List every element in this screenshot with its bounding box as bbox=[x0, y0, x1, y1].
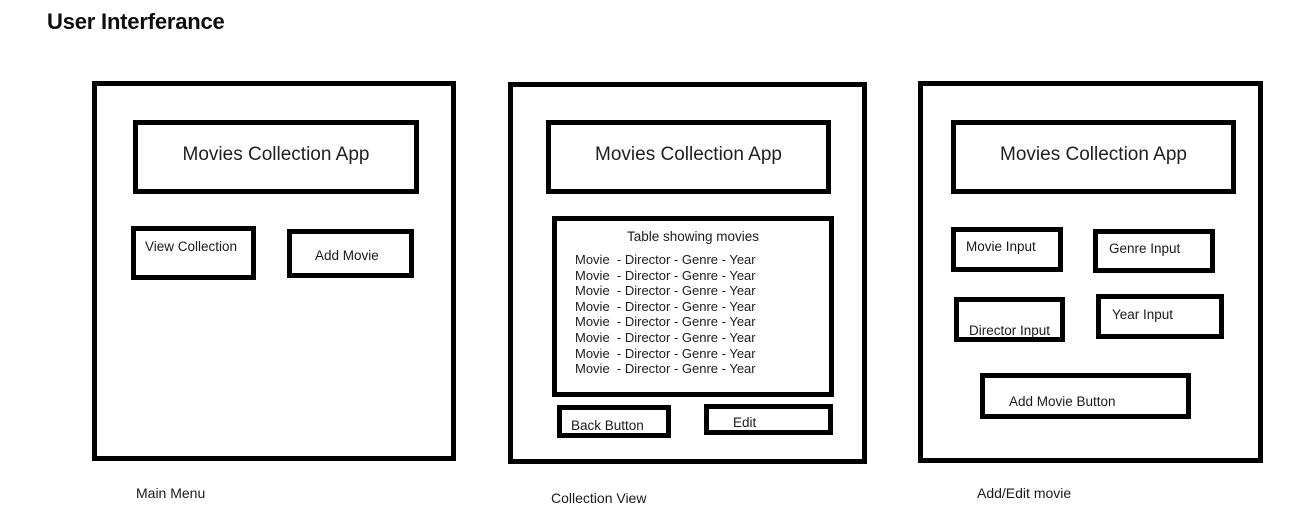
genre-input-label: Genre Input bbox=[1109, 241, 1181, 256]
movie-input-label: Movie Input bbox=[966, 239, 1036, 254]
wireframe-panel-main-menu: Movies Collection App View Collection Ad… bbox=[92, 81, 456, 461]
director-input-field[interactable]: Director Input bbox=[954, 297, 1065, 342]
year-input-label: Year Input bbox=[1112, 307, 1174, 322]
edit-button-label: Edit bbox=[733, 415, 757, 430]
add-movie-submit-button-label: Add Movie Button bbox=[1009, 394, 1116, 409]
caption-main-menu: Main Menu bbox=[136, 485, 206, 501]
director-input-label: Director Input bbox=[969, 323, 1051, 338]
table-row[interactable]: Movie - Director - Genre - Year bbox=[575, 252, 756, 267]
add-movie-button-label: Add Movie bbox=[315, 248, 379, 263]
app-title-bar: Movies Collection App bbox=[133, 120, 419, 194]
movie-input-field[interactable]: Movie Input bbox=[951, 227, 1063, 272]
table-row[interactable]: Movie - Director - Genre - Year bbox=[575, 298, 756, 314]
wireframe-panel-collection-view: Movies Collection App Table showing movi… bbox=[508, 82, 867, 464]
movies-table-rows: Movie - Director - Genre - Year Movie - … bbox=[575, 252, 756, 377]
table-row[interactable]: Movie - Director - Genre - Year bbox=[575, 329, 756, 345]
back-button[interactable]: Back Button bbox=[557, 405, 671, 438]
app-title-label: Movies Collection App bbox=[595, 144, 782, 165]
view-collection-button-label: View Collection bbox=[145, 239, 238, 254]
table-row[interactable]: Movie - Director - Genre - Year bbox=[575, 361, 756, 377]
back-button-label: Back Button bbox=[571, 418, 644, 433]
wireframe-panel-add-edit-movie: Movies Collection App Movie Input Genre … bbox=[918, 81, 1263, 463]
app-title-bar: Movies Collection App bbox=[546, 120, 831, 194]
caption-add-edit-movie: Add/Edit movie bbox=[977, 485, 1072, 501]
caption-collection-view: Collection View bbox=[551, 490, 647, 506]
movies-table-caption: Table showing movies bbox=[626, 229, 760, 244]
table-row[interactable]: Movie - Director - Genre - Year bbox=[575, 267, 756, 283]
app-title-label: Movies Collection App bbox=[1000, 144, 1187, 165]
app-title-label: Movies Collection App bbox=[182, 144, 370, 165]
edit-button[interactable]: Edit bbox=[704, 404, 833, 435]
page-title: User Interferance bbox=[47, 9, 225, 34]
add-movie-button[interactable]: Add Movie bbox=[287, 229, 414, 278]
table-row[interactable]: Movie - Director - Genre - Year bbox=[575, 314, 756, 330]
table-row[interactable]: Movie - Director - Genre - Year bbox=[575, 283, 756, 299]
year-input-field[interactable]: Year Input bbox=[1096, 294, 1224, 339]
add-movie-submit-button[interactable]: Add Movie Button bbox=[980, 373, 1191, 419]
view-collection-button[interactable]: View Collection bbox=[131, 226, 256, 280]
movies-table: Table showing movies Movie - Director - … bbox=[552, 216, 834, 397]
table-row[interactable]: Movie - Director - Genre - Year bbox=[575, 345, 756, 361]
app-title-bar: Movies Collection App bbox=[951, 120, 1236, 194]
genre-input-field[interactable]: Genre Input bbox=[1093, 229, 1215, 273]
